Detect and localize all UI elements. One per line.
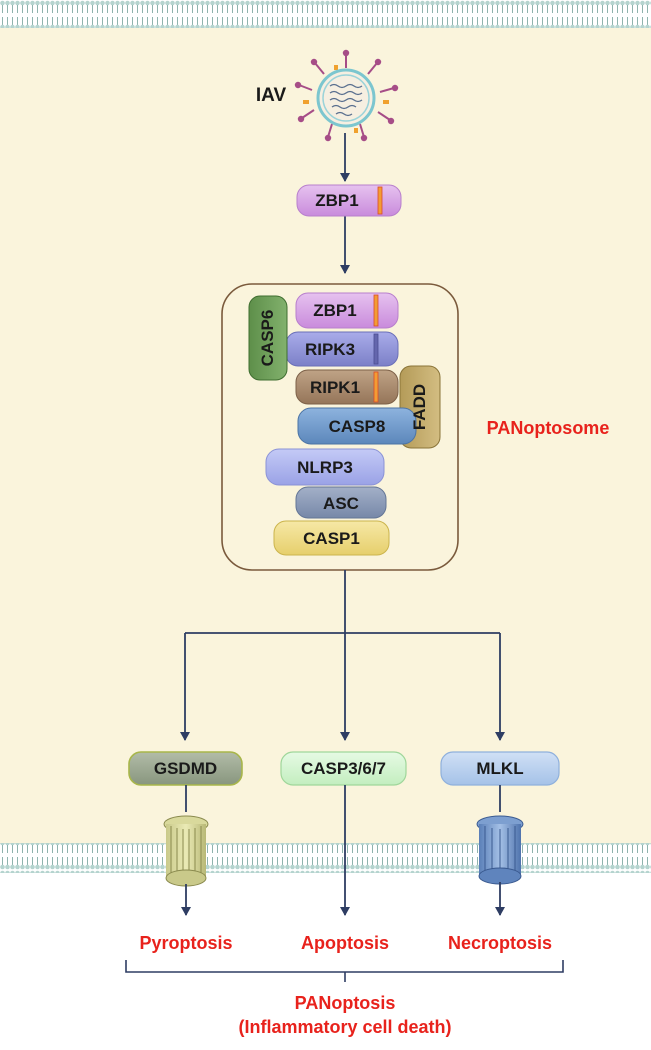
complex-casp1-label: CASP1: [303, 529, 360, 548]
complex-casp8-label: CASP8: [328, 417, 386, 436]
gsdmd-pore-icon: [163, 815, 209, 887]
complex-asc: [295, 486, 387, 519]
bottom-membrane: [0, 843, 651, 873]
panoptosis-subtitle: (Inflammatory cell death): [238, 1017, 452, 1037]
complex-casp6: [248, 295, 288, 381]
zbp1-label: ZBP1: [315, 191, 359, 210]
complex-casp8: [297, 407, 417, 445]
complex-ripk1-label: RIPK1: [309, 378, 361, 397]
complex-ripk3-label: RIPK3: [304, 340, 356, 359]
zbp1-protein: [296, 184, 402, 217]
complex-fadd-label: FADD: [410, 383, 429, 431]
complex-casp1: [273, 520, 390, 556]
top-membrane: [0, 0, 651, 28]
mlkl-label: MLKL: [476, 759, 524, 778]
casp367-protein: [280, 751, 407, 786]
pyroptosis-label: Pyroptosis: [139, 933, 233, 953]
virus-icon: [294, 49, 399, 142]
panoptosome-complex: [221, 283, 459, 571]
gsdmd-label: GSDMD: [153, 759, 218, 778]
necroptosis-label: Necroptosis: [447, 933, 553, 953]
panoptosis-label: PANoptosis: [294, 993, 396, 1013]
complex-nlrp3: [265, 448, 385, 486]
complex-casp6-label: CASP6: [258, 309, 277, 367]
complex-nlrp3-label: NLRP3: [297, 458, 353, 477]
casp367-label: CASP3/6/7: [300, 759, 387, 778]
complex-zbp1-label: ZBP1: [313, 301, 357, 320]
mlkl-pore-icon: [476, 815, 524, 885]
panoptosome-label: PANoptosome: [486, 418, 610, 438]
complex-asc-label: ASC: [323, 494, 359, 513]
iav-label: IAV: [255, 85, 287, 106]
apoptosis-label: Apoptosis: [301, 933, 389, 953]
outcome-bracket: [125, 960, 564, 982]
complex-ripk1: [295, 369, 399, 405]
complex-zbp1: [295, 292, 399, 329]
